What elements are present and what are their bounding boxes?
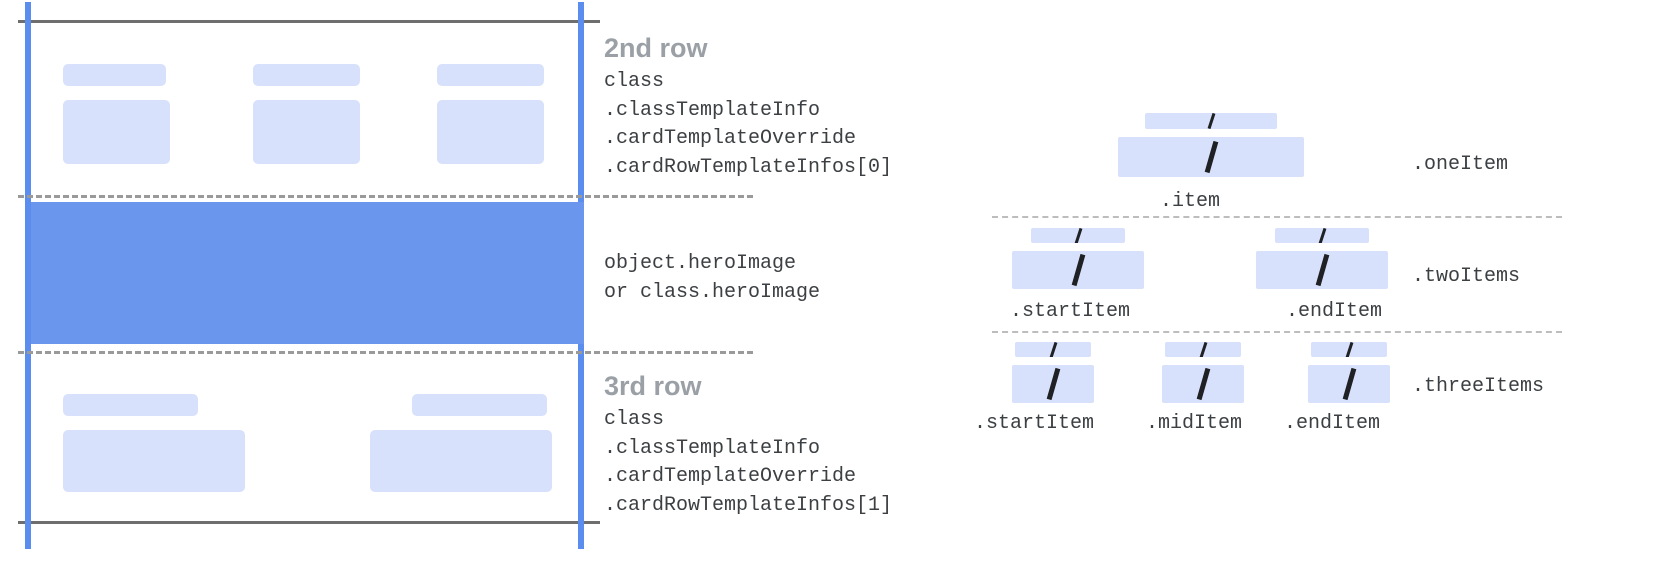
caption-three-items-start: .startItem [974,412,1095,435]
one-item-label-bar [1145,113,1277,129]
annotation-third-row: 3rd row class .classTemplateInfo .cardTe… [604,369,892,520]
row2-col1-body-placeholder [63,100,170,164]
two-items-end-label-bar [1275,228,1369,243]
one-item-body-bar [1118,137,1304,177]
slash-icon [1199,342,1208,357]
caption-two-items-end: .endItem [1286,300,1383,323]
row2-col2-label-placeholder [253,64,360,86]
third-row-heading: 3rd row [604,371,702,401]
group-label-two-items: .twoItems [1412,265,1521,288]
second-row-code-path: class .classTemplateInfo .cardTemplateOv… [604,70,893,179]
two-items-start-unit [1012,228,1144,289]
three-items-mid-unit [1162,342,1244,403]
two-items-end-body-bar [1256,251,1388,289]
three-items-end-body-bar [1308,365,1390,403]
slash-icon [1071,253,1086,287]
three-items-start-unit [1012,342,1094,403]
slash-icon [1207,113,1216,129]
two-items-start-label-bar [1031,228,1125,243]
row2-col3-label-placeholder [437,64,544,86]
group-label-three-items: .threeItems [1412,375,1545,398]
three-items-start-body-bar [1012,365,1094,403]
row2-col1-label-placeholder [63,64,166,86]
slash-icon [1074,228,1083,243]
two-items-start-body-bar [1012,251,1144,289]
caption-two-items-start: .startItem [1010,300,1131,323]
three-items-mid-body-bar [1162,365,1244,403]
row3-col2-body-placeholder [370,430,552,492]
three-items-end-label-bar [1311,342,1387,357]
row-separator-upper [18,195,753,198]
three-items-start-label-bar [1015,342,1091,357]
items-separator-upper [992,216,1562,218]
row3-col1-body-placeholder [63,430,245,492]
caption-three-items-end: .endItem [1284,412,1381,435]
row2-col3-body-placeholder [437,100,544,164]
card-top-rule [18,20,600,23]
card-bottom-rule [18,521,600,524]
annotation-second-row: 2nd row class .classTemplateInfo .cardTe… [604,31,892,182]
slash-icon [1049,342,1058,357]
slash-icon [1318,228,1327,243]
items-separator-lower [992,331,1562,333]
row3-col2-label-placeholder [412,394,547,416]
slash-icon [1315,253,1330,287]
three-items-mid-label-bar [1165,342,1241,357]
third-row-code-path: class .classTemplateInfo .cardTemplateOv… [604,408,893,517]
slash-icon [1196,367,1211,401]
second-row-heading: 2nd row [604,33,708,63]
slash-icon [1046,367,1061,401]
caption-three-items-mid: .midItem [1146,412,1243,435]
row-separator-lower [18,351,753,354]
hero-image-code-path: object.heroImage or class.heroImage [604,252,821,304]
hero-image-band [31,202,584,344]
caption-item: .item [1160,190,1221,213]
three-items-end-unit [1308,342,1390,403]
annotation-hero-image: object.heroImage or class.heroImage [604,250,820,307]
slash-icon [1345,342,1354,357]
card-left-guide-line [25,2,31,549]
slash-icon [1204,140,1219,174]
slash-icon [1342,367,1357,401]
two-items-end-unit [1256,228,1388,289]
item-layout-variants: .item .oneItem .startItem .endItem .twoI… [960,0,1676,584]
card-template-frame [0,0,600,584]
row2-col2-body-placeholder [253,100,360,164]
row3-col1-label-placeholder [63,394,198,416]
group-label-one-item: .oneItem [1412,153,1509,176]
one-item-unit [1118,113,1304,177]
